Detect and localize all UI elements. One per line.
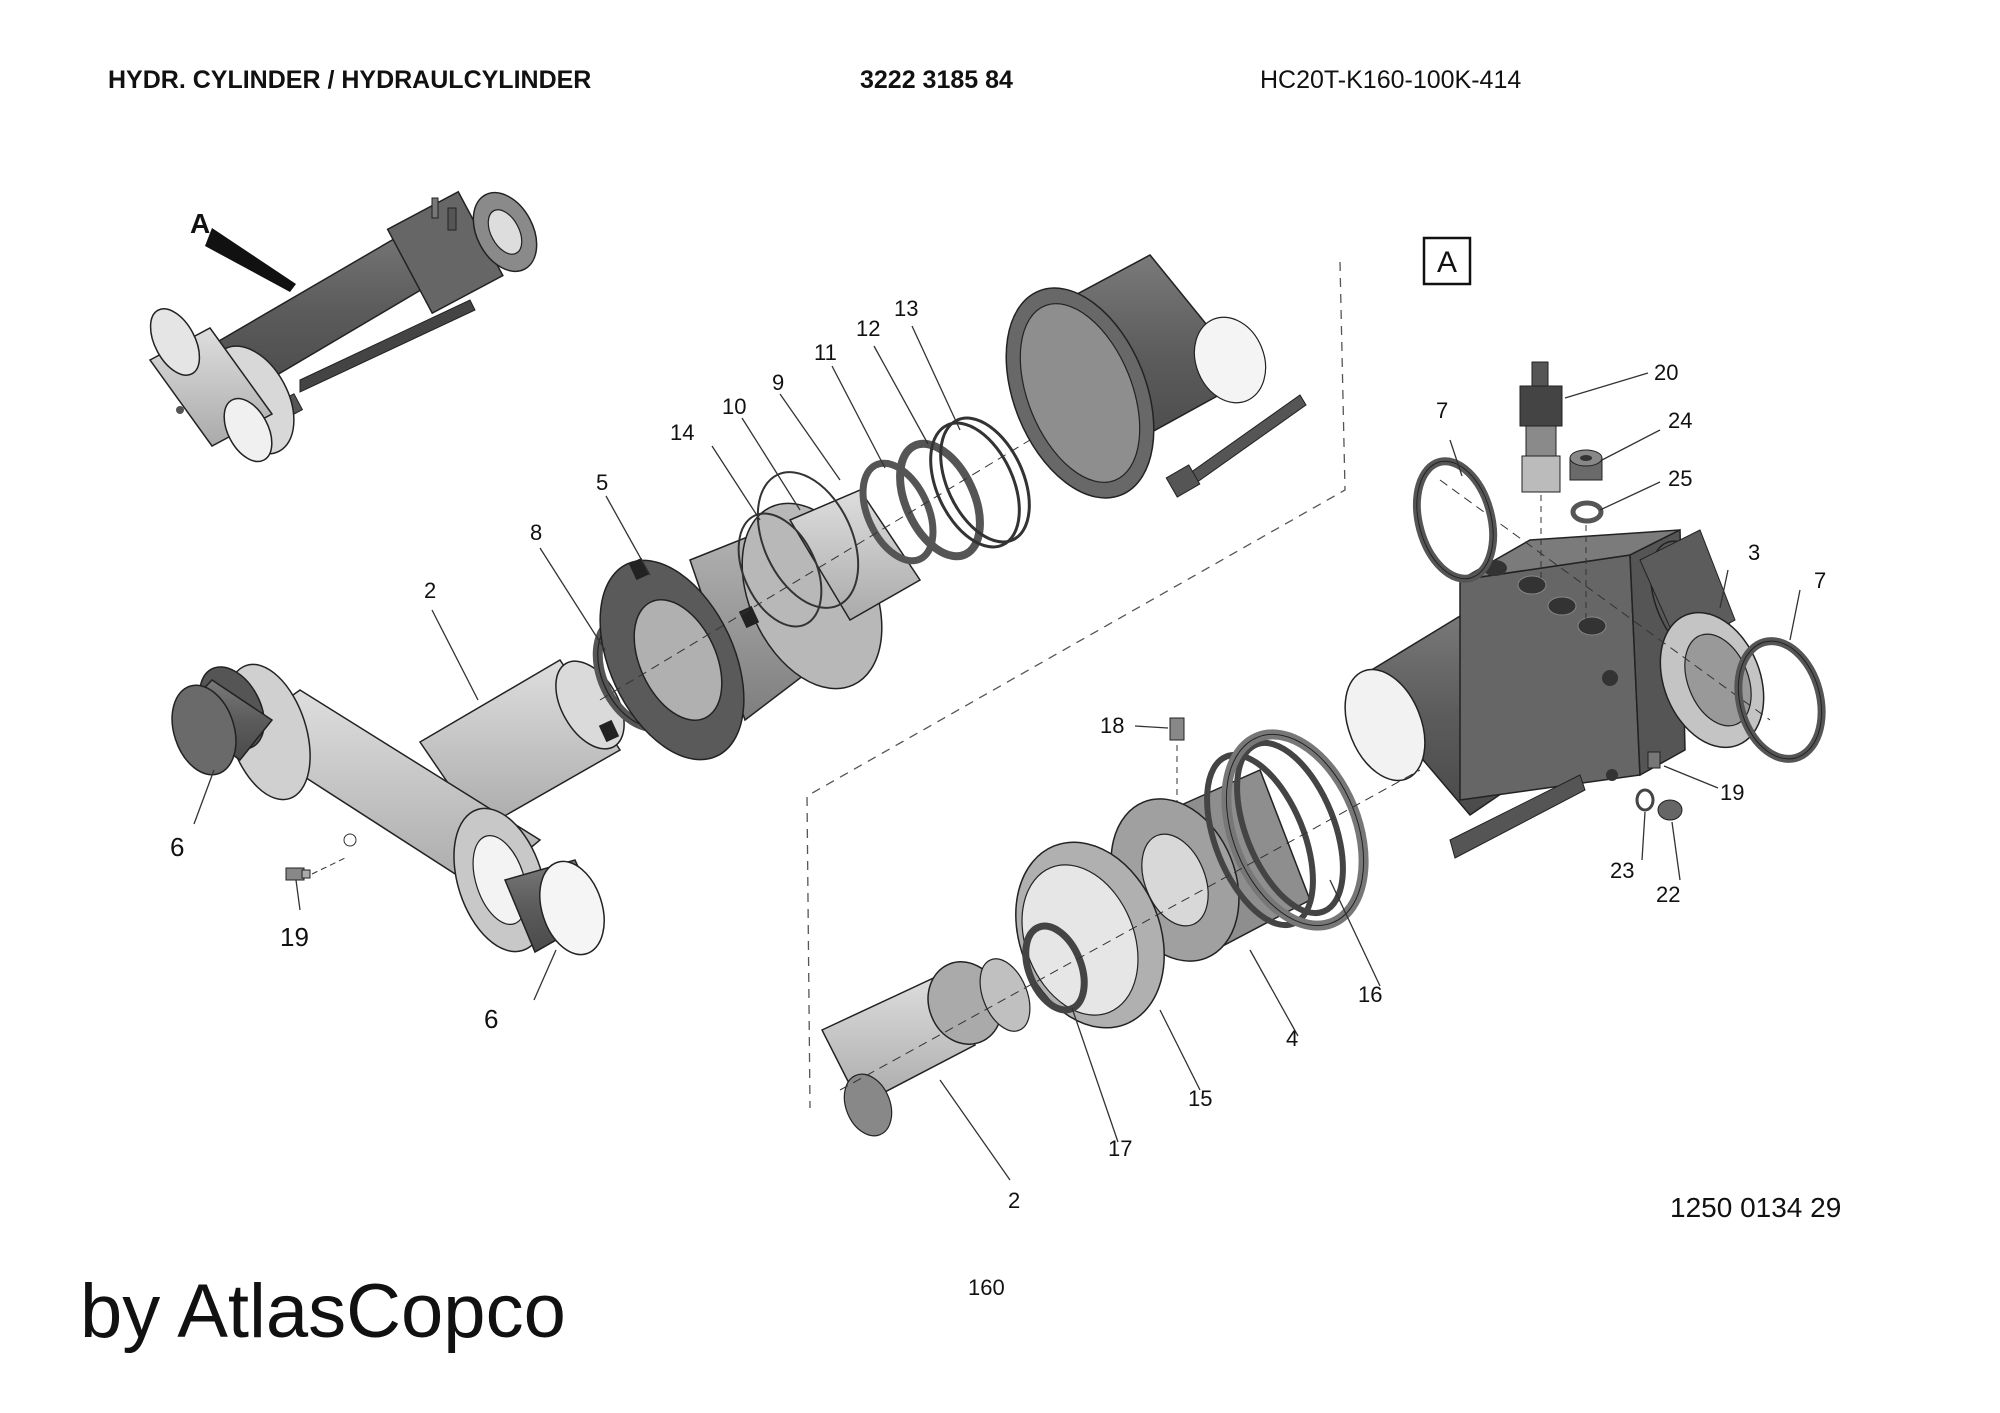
callout-2-lower: 2 (1008, 1188, 1020, 1213)
callout-13: 13 (894, 296, 918, 321)
callout-7-left: 7 (1436, 398, 1448, 423)
pressure-valve-20 (1519, 361, 1563, 580)
plug-22 (1657, 799, 1683, 821)
callout-10: 10 (722, 394, 746, 419)
callout-23: 23 (1610, 858, 1634, 883)
retaining-ring-7-right (1734, 637, 1826, 763)
leader-lines (193, 325, 1801, 1181)
callout-2: 2 (424, 578, 436, 603)
callout-11: 11 (814, 340, 837, 365)
callout-19-right: 19 (1720, 780, 1744, 805)
callout-12: 12 (856, 316, 880, 341)
piston-seals (599, 416, 1031, 701)
callout-8: 8 (530, 520, 542, 545)
brand-watermark: by AtlasCopco (80, 1269, 566, 1354)
callout-20: 20 (1654, 360, 1678, 385)
piston-nut-15 (1015, 841, 1165, 1029)
page-number: 160 (968, 1275, 1005, 1300)
callout-5: 5 (596, 470, 608, 495)
seal-25 (1570, 500, 1604, 524)
view-arrow-label: A (190, 208, 210, 239)
explode-dash-outline (806, 261, 1346, 1109)
cylinder-base-block (1344, 479, 1771, 859)
callout-25: 25 (1668, 466, 1692, 491)
callout-22: 22 (1656, 882, 1680, 907)
callout-6-upper: 6 (170, 832, 184, 862)
part-number: 3222 3185 84 (860, 66, 1013, 94)
callout-9: 9 (772, 370, 784, 395)
grease-nipple-19-right (1647, 751, 1661, 769)
callout-14: 14 (670, 420, 694, 445)
callout-18: 18 (1100, 713, 1124, 738)
detail-view-label: A (1437, 246, 1457, 279)
detail-view-box (1422, 236, 1472, 286)
piston-rod-eye (171, 658, 625, 956)
callout-6-lower: 6 (484, 1004, 498, 1034)
callout-15: 15 (1188, 1086, 1212, 1111)
rod-end-2 (820, 769, 1421, 1137)
callout-7-right: 7 (1814, 568, 1826, 593)
cylinder-tube (1005, 254, 1307, 499)
callout-17: 17 (1108, 1136, 1132, 1161)
document-title: HYDR. CYLINDER / HYDRAULCYLINDER (108, 66, 592, 94)
callout-19-left: 19 (280, 922, 309, 952)
callout-3: 3 (1748, 540, 1760, 565)
seal-ring-23 (1635, 788, 1655, 812)
retaining-ring-7-left (1412, 457, 1498, 583)
callout-24: 24 (1668, 408, 1692, 433)
plug-24 (1569, 449, 1603, 481)
model-code: HC20T-K160-100K-414 (1260, 66, 1522, 94)
callout-4: 4 (1286, 1026, 1298, 1051)
overview-cylinder (148, 190, 538, 463)
callout-16: 16 (1358, 982, 1382, 1007)
plate-number: 1250 0134 29 (1670, 1192, 1842, 1223)
